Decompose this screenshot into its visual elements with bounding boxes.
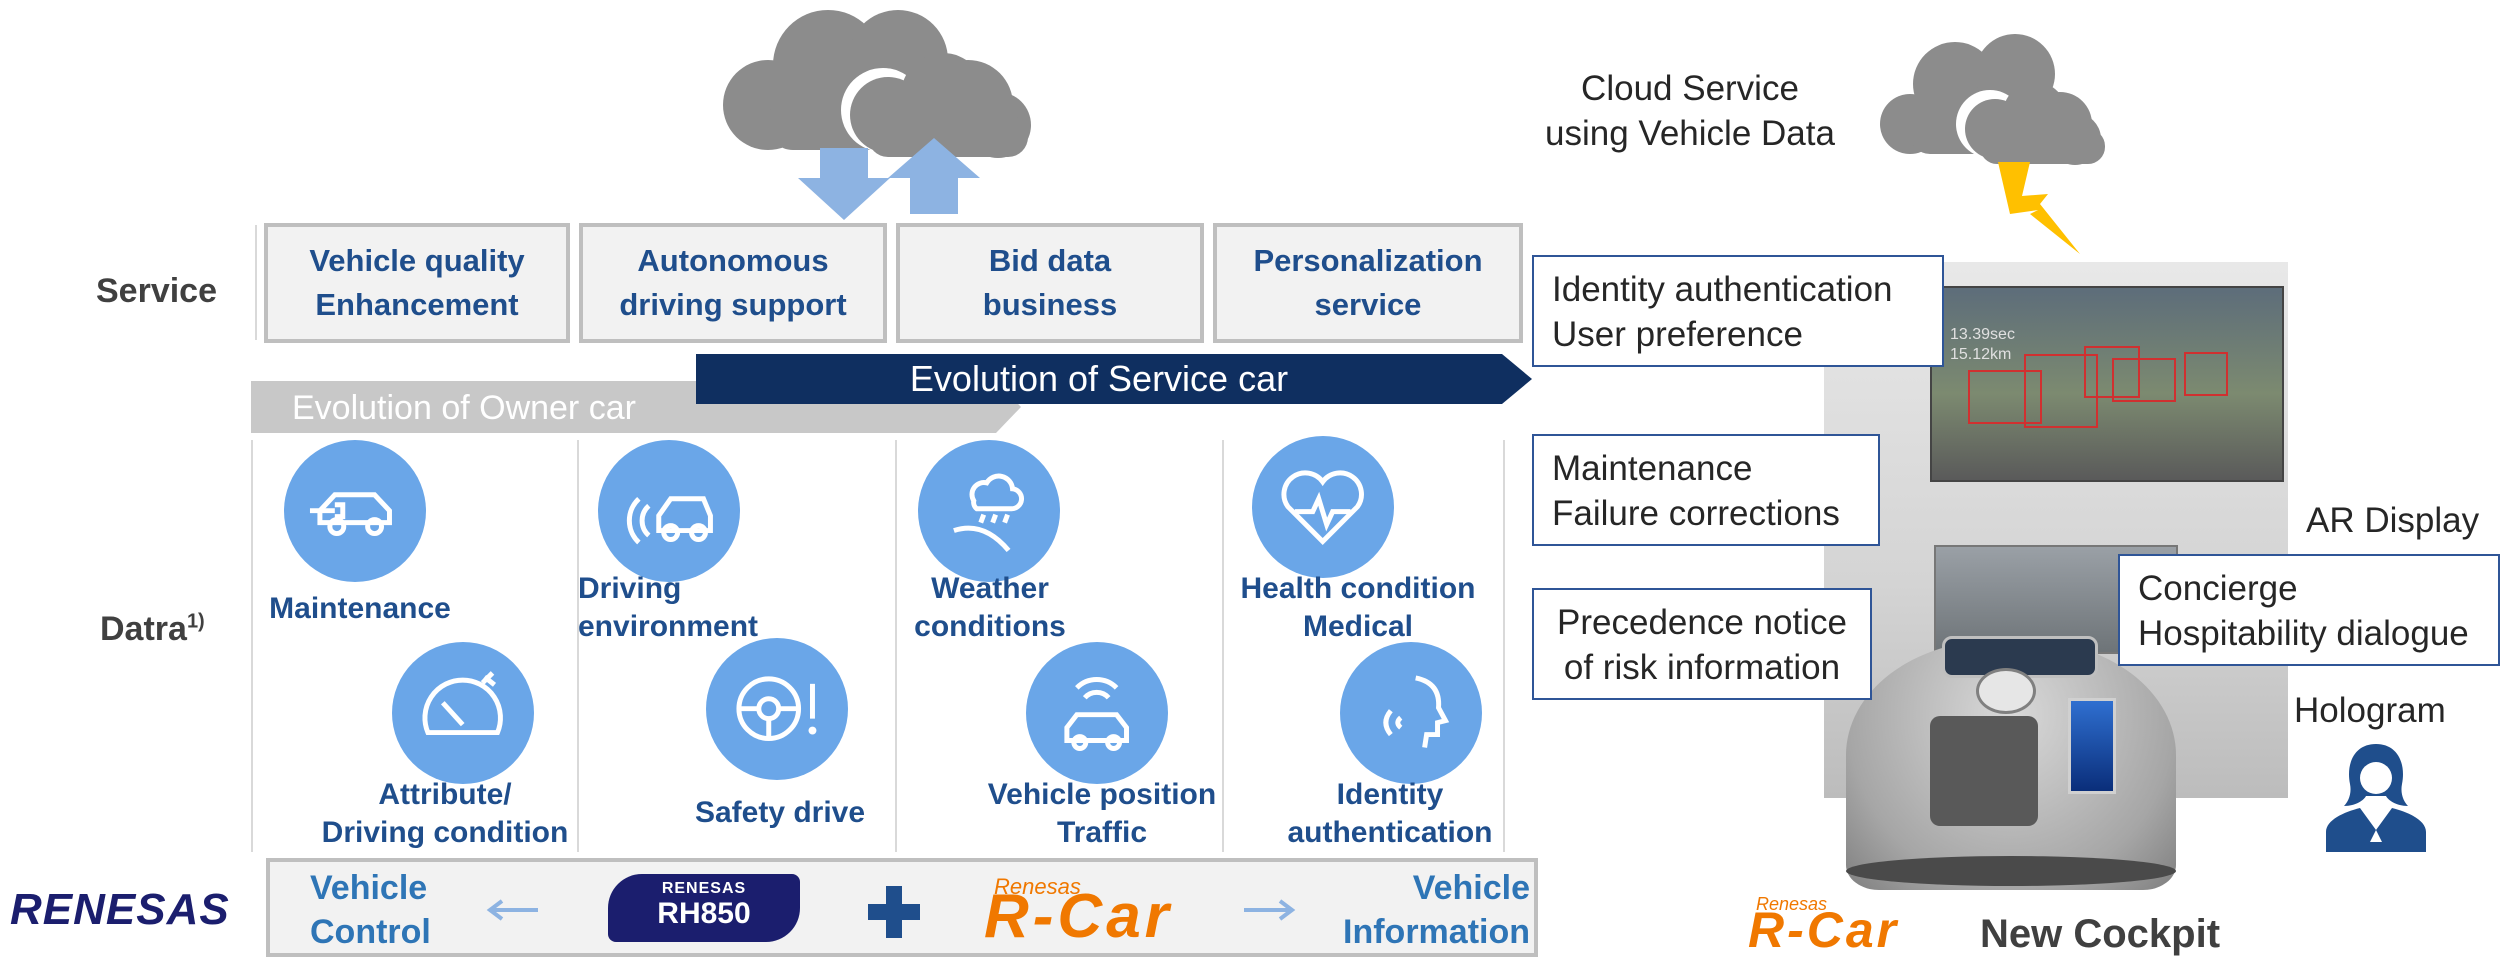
face-voice-icon [1340,642,1482,784]
service-label: Vehicle quality Enhancement [309,243,525,322]
detection-box [1968,370,2042,424]
cockpit-steering-wheel [1976,668,2036,714]
data-divider-2 [895,440,897,852]
box-precedence: Precedence notice of risk information [1532,588,1872,700]
hologram-label: Hologram [2294,691,2446,730]
data-label-maintenance: Maintenance [269,592,451,625]
data-label-safety: Safety drive [694,796,866,829]
connected-car-icon [1026,642,1168,784]
data-label-weather: Weather conditions [914,572,1066,643]
owner-car-label: Evolution of Owner car [292,389,636,427]
detection-box [2024,354,2098,428]
speedometer-icon [392,642,534,784]
ar-display-label: AR Display [2306,501,2480,540]
service-label: Personalization service [1253,243,1483,322]
cockpit-rcar-logo: R-Car [1748,902,1900,958]
renesas-logo: RENESAS [10,885,230,934]
box-concierge: Concierge Hospitability dialogue [2118,554,2500,666]
detection-box [2112,358,2176,402]
car-sensor-icon [598,440,740,582]
detection-box [2184,352,2228,396]
upload-arrow-icon [888,138,980,214]
data-divider-3 [1222,440,1224,852]
rh850-label: RH850 [657,897,751,930]
plus-icon [868,886,920,938]
rcar-logo: R-Car [984,882,1173,951]
rcar-brand: Renesas [994,874,1081,899]
data-label-attribute: Attribute/ Driving condition [321,778,569,849]
ar-display-screen: 13.39sec 15.12km [1930,286,2284,482]
download-arrow-icon [798,148,890,220]
right-arrow-icon [1244,899,1296,921]
service-row-label: Service [96,272,217,310]
data-divider-4 [1503,440,1505,852]
service-car-label: Evolution of Service car [909,358,1289,399]
cockpit-base [1846,856,2176,886]
box-identity: Identity authentication User preference [1532,255,1944,367]
lightning-cloud-icon [1880,34,2105,254]
data-label-driving-env: Driving environment [578,572,759,643]
data-row-label: Datra1) [100,610,205,649]
data-label-vehicle-position: Vehicle position Traffic [987,778,1217,849]
rh850-logo: RENESAS RH850 [608,874,800,942]
service-box-autonomous: Autonomous driving support [579,223,887,343]
service-box-vehicle-quality: Vehicle quality Enhancement [264,223,570,343]
vehicle-control-label: Vehicle Control [310,869,431,951]
data-label-health: Health condition Medical [1240,572,1476,643]
cloud-icon [723,10,1031,158]
box-maintenance: Maintenance Failure corrections [1532,434,1880,546]
service-car-arrow [696,354,1532,404]
vehicle-information-label: Vehicle Information [1343,869,1530,951]
data-row-footnote: 1) [186,610,205,633]
screen-text-2: 15.12km [1950,346,2012,363]
cockpit-rcar-brand: Renesas [1756,894,1828,914]
left-arrow-icon [486,899,538,921]
data-divider-0 [251,440,253,852]
new-cockpit-label: New Cockpit [1980,912,2221,956]
concierge-person-icon [2326,744,2426,852]
data-label-identity: Identity authentication [1287,778,1493,849]
steering-wheel-warning-icon [706,638,848,780]
data-divider-1 [577,440,579,852]
car-plug-icon [284,440,426,582]
rh850-brand: RENESAS [661,880,747,897]
service-bracket-line [255,225,257,340]
cloud-service-label: Cloud Service using Vehicle Data [1545,69,1835,153]
heart-pulse-icon [1252,436,1394,578]
service-box-bid-data: Bid data business [896,223,1204,343]
data-row-label-text: Datra [100,610,187,648]
cockpit-side-screen [2068,698,2116,794]
service-box-personalization: Personalization service [1213,223,1523,343]
screen-text-1: 13.39sec [1950,326,2015,343]
rain-cloud-wiper-icon [918,440,1060,582]
cockpit-seat [1930,716,2038,826]
service-label: Autonomous driving support [619,243,847,322]
service-label: Bid data business [982,243,1118,322]
